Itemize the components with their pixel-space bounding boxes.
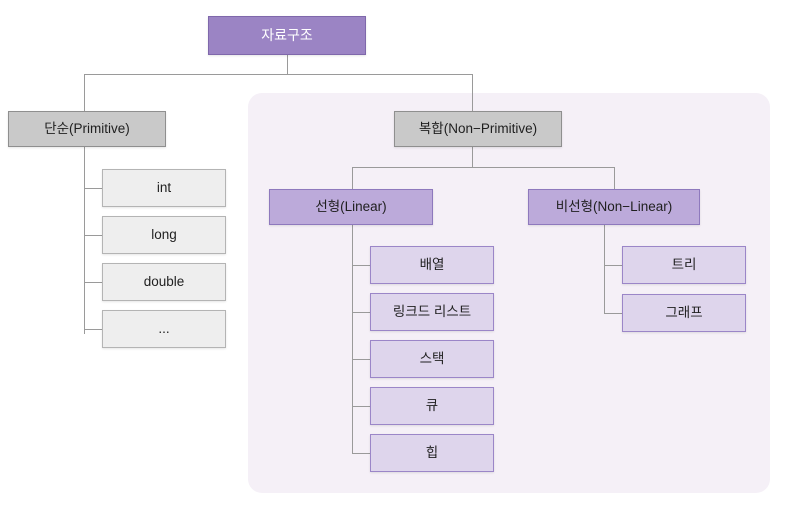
connector-linear-spine <box>352 224 353 454</box>
node-linear-stack[interactable]: 스택 <box>370 340 494 378</box>
connector-to-linear <box>352 167 353 189</box>
connector-linear-stub-stack <box>352 359 370 360</box>
node-primitive[interactable]: 단순(Primitive) <box>8 111 166 147</box>
node-non-linear[interactable]: 비선형(Non−Linear) <box>528 189 700 225</box>
node-non-linear-tree[interactable]: 트리 <box>622 246 746 284</box>
node-primitive-long[interactable]: long <box>102 216 226 254</box>
node-linear-linked-list[interactable]: 링크드 리스트 <box>370 293 494 331</box>
connector-root-bar <box>84 74 472 75</box>
connector-non-linear-stub-graph <box>604 313 622 314</box>
connector-non-primitive-bar <box>352 167 614 168</box>
connector-linear-stub-array <box>352 265 370 266</box>
connector-primitive-stub-ellipsis <box>84 329 102 330</box>
node-linear[interactable]: 선형(Linear) <box>269 189 433 225</box>
connector-root-to-non-primitive <box>472 74 473 111</box>
connector-non-primitive-stem <box>472 146 473 167</box>
node-primitive-double[interactable]: double <box>102 263 226 301</box>
connector-primitive-stub-double <box>84 282 102 283</box>
node-non-primitive[interactable]: 복합(Non−Primitive) <box>394 111 562 147</box>
connector-primitive-stub-int <box>84 188 102 189</box>
connector-to-non-linear <box>614 167 615 189</box>
connector-root-to-primitive <box>84 74 85 111</box>
node-linear-queue[interactable]: 큐 <box>370 387 494 425</box>
node-linear-heap[interactable]: 힙 <box>370 434 494 472</box>
node-primitive-int[interactable]: int <box>102 169 226 207</box>
connector-root-stem <box>287 54 288 74</box>
connector-non-linear-stub-tree <box>604 265 622 266</box>
connector-linear-stub-queue <box>352 406 370 407</box>
node-linear-array[interactable]: 배열 <box>370 246 494 284</box>
connector-primitive-spine <box>84 146 85 334</box>
non-primitive-group-panel <box>248 93 770 493</box>
connector-primitive-stub-long <box>84 235 102 236</box>
connector-linear-stub-linkedlist <box>352 312 370 313</box>
connector-linear-stub-heap <box>352 453 370 454</box>
node-root-data-structure[interactable]: 자료구조 <box>208 16 366 55</box>
node-primitive-ellipsis[interactable]: ... <box>102 310 226 348</box>
node-non-linear-graph[interactable]: 그래프 <box>622 294 746 332</box>
connector-non-linear-spine <box>604 224 605 314</box>
